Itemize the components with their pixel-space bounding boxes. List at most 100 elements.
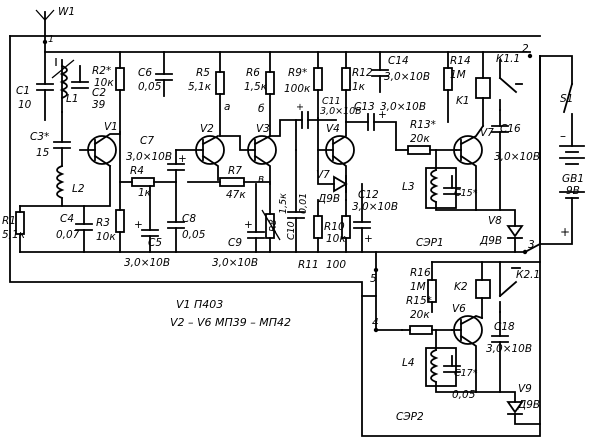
r6-ref: R6 <box>246 67 260 79</box>
v9-value: Д9В <box>517 399 540 411</box>
r3-value: 10к <box>96 231 116 243</box>
r2-value: 10к <box>94 77 114 89</box>
r7-ref: R7 <box>228 165 242 177</box>
resistor-r12: R12 1к <box>341 51 373 123</box>
c7-ref: C7 <box>140 135 154 147</box>
r12-ref: R12 <box>352 67 373 79</box>
capacitor-c8: C8 0,05 <box>167 181 206 253</box>
capacitor-c18: C18 3,0×10В <box>486 311 532 393</box>
s1-ref: S1 <box>560 93 573 105</box>
c18-value: 3,0×10В <box>486 343 532 355</box>
capacitor-c10: C10 0,01 <box>286 149 309 253</box>
relay-contact-k2-1: К2.1 <box>498 267 540 313</box>
gb1-value: 9В <box>566 185 580 197</box>
c17-ref: C17* <box>454 368 478 379</box>
gb1-minus: – <box>560 129 566 143</box>
block-sep1-label: СЭР1 <box>416 237 444 249</box>
node-3-label: 3 <box>528 239 535 251</box>
c13-plus: + <box>378 109 387 121</box>
c2-ref: C2 <box>92 87 106 99</box>
r4-ref: R4 <box>130 165 144 177</box>
v5-ref: V7 <box>480 127 494 139</box>
resistor-r5: R5 5,1к <box>188 51 225 137</box>
relay-k2: K2 <box>454 279 491 319</box>
c8-ref: C8 <box>182 213 196 225</box>
resistor-r4: R4 1к <box>119 165 177 199</box>
c12-plus: + <box>364 233 373 245</box>
r13-value: 20к <box>410 133 430 145</box>
r15-value: 20к <box>410 309 430 321</box>
resistor-r3: R3 10к <box>96 131 125 253</box>
resistor-r14: R14 1М <box>443 51 471 123</box>
capacitor-c1: C1 10 <box>16 41 54 121</box>
r16-value: 1М <box>410 281 426 293</box>
c9-ref: C9 <box>228 237 242 249</box>
transistor-v3: V3 <box>219 123 277 185</box>
v7-value: Д9В <box>317 193 340 205</box>
v8-ref: V8 <box>488 215 502 227</box>
r2-ref: R2* <box>92 65 111 77</box>
test-point-v: в <box>258 173 264 185</box>
r5-value: 5,1к <box>188 81 212 93</box>
caption-line-2: V2 – V6 МП39 – МП42 <box>170 316 291 329</box>
r5-ref: R5 <box>196 67 210 79</box>
v4-ref: V4 <box>326 123 340 135</box>
r11-value: 100 <box>326 259 346 271</box>
c10-value: 0,01 <box>298 193 309 214</box>
l1-ref: L1 <box>66 93 79 105</box>
r6-value: 1,5к <box>244 81 268 93</box>
r9-value: 100к <box>284 83 311 95</box>
caption-line-1: V1 П403 <box>176 298 223 311</box>
relay-k1: K1 <box>456 51 491 127</box>
test-point-b: б <box>258 103 265 115</box>
c14-value: 3,0×10В <box>384 71 430 83</box>
r11-ref: R11 <box>298 259 319 271</box>
resistor-r2: R2* 10к <box>92 51 125 133</box>
transistor-v6: V6 <box>451 303 484 393</box>
c5-ref: C5 <box>148 237 162 249</box>
r7-value: 47к <box>226 189 246 201</box>
v2-ref: V2 <box>200 123 214 135</box>
coil-l4: L4 <box>402 329 477 393</box>
v1-ref: V1 <box>104 121 118 133</box>
resistor-r6: R6 1,5к <box>244 51 275 137</box>
capacitor-c6: C6 0,05 <box>138 51 173 97</box>
capacitor-c16: C16 3,0×10В <box>491 109 540 211</box>
capacitor-c5: + C5 3,0×10В <box>124 185 170 269</box>
node-3: 3 <box>522 239 542 255</box>
r15-ref: R15* <box>406 295 432 307</box>
c12-value: 3,0×10В <box>352 201 398 213</box>
r10-value: 10к <box>326 233 346 245</box>
c12-ref: C12 <box>358 189 379 201</box>
r12-value: 1к <box>352 81 366 93</box>
gb1-ref: GB1 <box>562 173 584 185</box>
gb1-plus: + <box>560 225 570 239</box>
node-2-label: 2 <box>522 43 529 55</box>
transistor-v1: V1 <box>79 121 121 168</box>
diode-v8: V8 Д9В <box>475 209 524 253</box>
c7-plus: + <box>178 153 187 165</box>
resistor-r15: R15* 20к <box>401 295 453 335</box>
r1-ref: R1 <box>2 215 16 227</box>
c5-plus: + <box>134 219 143 231</box>
c6-ref: C6 <box>138 67 152 79</box>
resistor-r16: R16 1М <box>410 267 437 313</box>
r13-ref: R13* <box>410 119 436 131</box>
node-5-label: 5 <box>370 273 377 285</box>
c14-ref: C14 <box>388 55 409 67</box>
c15-ref: C15* <box>454 188 478 199</box>
c9-plus: + <box>244 219 253 231</box>
c11-value: 3,0×10В <box>320 106 362 117</box>
c10-ref: C10 <box>286 221 297 240</box>
c1-ref: C1 <box>16 85 30 97</box>
r4-value: 1к <box>138 187 152 199</box>
c16-value: 3,0×10В <box>494 151 540 163</box>
diode-v7: V7 Д9В <box>316 149 348 205</box>
battery-gb1: – GB1 9В + <box>539 129 585 245</box>
c6-value: 0,05 <box>138 81 162 93</box>
c18-ref: C18 <box>494 321 515 333</box>
r14-value: 1М <box>450 69 466 81</box>
c13-ref: C13 <box>354 101 375 113</box>
resistor-r13: R13* 20к <box>395 119 457 155</box>
